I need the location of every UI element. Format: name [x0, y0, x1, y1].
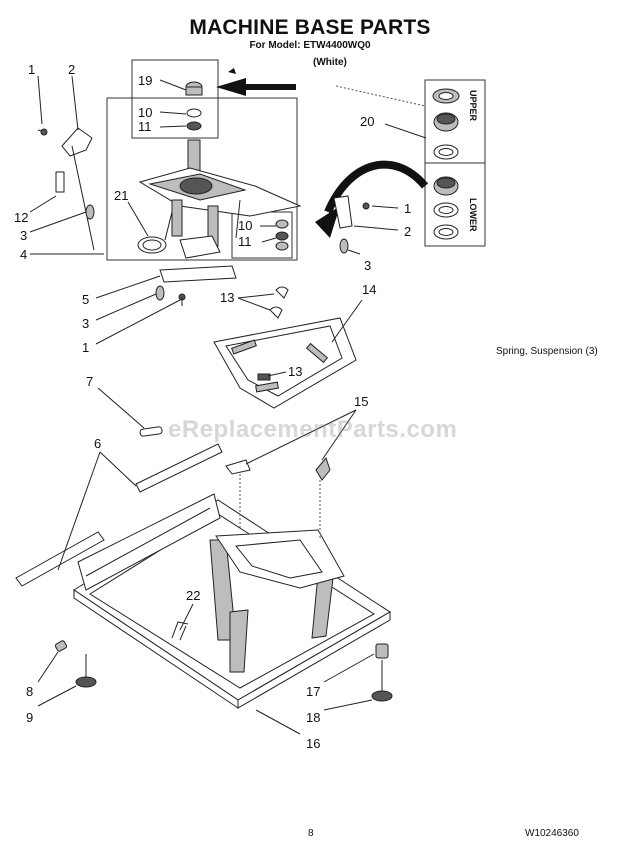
callout: 10: [238, 218, 252, 233]
document-number: W10246360: [525, 828, 579, 839]
callout: 3: [20, 228, 27, 243]
callout: 8: [26, 684, 33, 699]
callout: 21: [114, 188, 128, 203]
callout: 1: [28, 62, 35, 77]
callout: 11: [138, 119, 152, 134]
callout: 13: [288, 364, 302, 379]
callout: 2: [68, 62, 75, 77]
callout: 10: [138, 105, 152, 120]
retainer-clips: [225, 456, 331, 481]
callout: 11: [238, 234, 252, 249]
callout: 9: [26, 710, 33, 725]
watermark: eReplacementParts.com: [168, 416, 458, 443]
page-title: MACHINE BASE PARTS: [189, 16, 431, 39]
curved-arrow-icon: [324, 160, 429, 214]
suspension-plate: [213, 317, 357, 409]
pointer-arrow-icon: [216, 78, 296, 96]
callout: 13: [220, 290, 234, 305]
callout: 5: [82, 292, 89, 307]
right-suspension-bracket: [333, 195, 370, 254]
callout: 20: [360, 114, 374, 129]
callout: 22: [186, 588, 200, 603]
callout: 7: [86, 374, 93, 389]
callout: 6: [94, 436, 101, 451]
callout: 4: [20, 247, 27, 262]
callout: 18: [306, 710, 320, 725]
callout: 2: [404, 224, 411, 239]
drive-spider: [138, 139, 302, 259]
callout: 12: [14, 210, 28, 225]
page-number: 8: [308, 828, 314, 839]
seal-stack-upper: [432, 88, 460, 160]
leveling-legs: [54, 640, 393, 702]
seal-label-lower: LOWER: [468, 198, 478, 232]
callout: 19: [138, 73, 152, 88]
callout: 3: [82, 316, 89, 331]
callout: 16: [306, 736, 320, 751]
callout-labels: 1 2 12 3 4 19 10 11 21 20 1 2 10 11 3 5 …: [14, 62, 411, 751]
callout: 17: [306, 684, 320, 699]
callout: 3: [364, 258, 371, 273]
lower-support-parts: [155, 265, 237, 306]
seal-stack-lower: [433, 176, 459, 240]
hub-parts-box: [131, 59, 219, 139]
support-rails: [15, 443, 223, 587]
callout: 1: [404, 201, 411, 216]
callout: 14: [362, 282, 376, 297]
callout: 15: [354, 394, 368, 409]
damper-pads: [269, 286, 289, 319]
hub-cap-parts: [185, 81, 203, 131]
leader-lines: [29, 75, 427, 735]
suspension-spring: [139, 426, 163, 437]
machine-base-frame: [73, 493, 391, 709]
left-suspension-bracket: [37, 127, 95, 251]
callout: 1: [82, 340, 89, 355]
seal-label-upper: UPPER: [468, 90, 478, 122]
model-line: For Model: ETW4400WQ0: [249, 40, 371, 51]
model-variant: (White): [313, 57, 347, 68]
parts-note: Spring, Suspension (3): [496, 346, 598, 357]
drive-assembly-box: [106, 97, 298, 261]
